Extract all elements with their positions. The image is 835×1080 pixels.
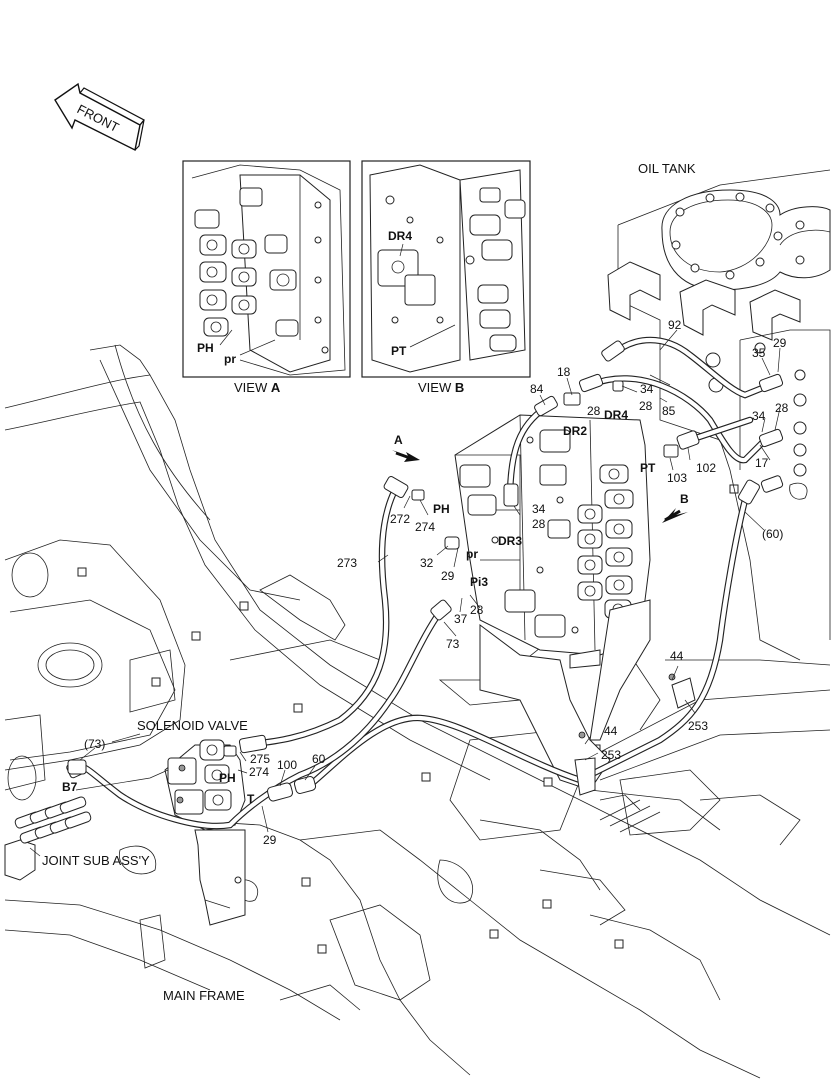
- part-number: 85: [662, 404, 676, 418]
- part-number: 28: [639, 399, 653, 413]
- view-b-inset: DR4 PT VIEW B: [361, 160, 531, 395]
- view-a-arrow-icon: A: [392, 433, 420, 462]
- part-number: 44: [670, 649, 684, 663]
- view-a-arrow-label: A: [394, 433, 403, 447]
- part-numbers: 92 35 29 84 18 34 28 28 85 34 28 103 102…: [84, 318, 789, 847]
- view-b-caption: VIEW B: [418, 380, 464, 395]
- port-pi3: Pi3: [470, 575, 488, 589]
- view-b-fittings: [377, 187, 526, 352]
- part-number: 275: [250, 752, 270, 766]
- part-number: 103: [667, 471, 687, 485]
- part-number: 34: [752, 409, 766, 423]
- part-number: 32: [420, 556, 434, 570]
- part-number: 37: [454, 612, 468, 626]
- view-a-caption: VIEW A: [234, 380, 281, 395]
- part-number: 92: [668, 318, 682, 332]
- part-number: 34: [532, 502, 546, 516]
- part-number: 17: [755, 456, 769, 470]
- leader-lines: [29, 329, 781, 857]
- view-b-arrow-icon: B: [662, 492, 689, 523]
- view-a-fittings: [194, 187, 329, 354]
- solenoid-valve: [164, 739, 246, 926]
- front-arrow-icon: FRONT: [54, 82, 145, 152]
- part-number: 272: [390, 512, 410, 526]
- part-number: 28: [775, 401, 789, 415]
- joint-fittings: [14, 796, 92, 844]
- part-number: 34: [640, 382, 654, 396]
- view-a-ph-label: PH: [197, 341, 214, 355]
- view-b-arrow-label: B: [680, 492, 689, 506]
- part-number: 253: [601, 748, 621, 762]
- main-frame-label: MAIN FRAME: [163, 988, 245, 1003]
- port-pt: PT: [640, 461, 656, 475]
- view-a-inset: PH pr VIEW A: [182, 160, 351, 395]
- part-number: 274: [415, 520, 435, 534]
- part-number: 18: [557, 365, 571, 379]
- part-number: 274: [249, 765, 269, 779]
- port-ph-lower: PH: [219, 771, 236, 785]
- main-control-valve: [454, 414, 651, 791]
- view-a-pr-label: pr: [224, 352, 236, 366]
- main-frame-structure: [4, 344, 831, 1079]
- part-number: 35: [752, 346, 766, 360]
- part-number: 29: [441, 569, 455, 583]
- part-number: 102: [696, 461, 716, 475]
- part-number: 60: [312, 752, 326, 766]
- joint-sub-assy-label: JOINT SUB ASS'Y: [42, 853, 150, 868]
- solenoid-valve-label: SOLENOID VALVE: [137, 718, 248, 733]
- part-number: (60): [762, 527, 783, 541]
- part-number: 28: [532, 517, 546, 531]
- part-number: 29: [773, 336, 787, 350]
- oil-tank: [607, 169, 831, 661]
- part-number: 100: [277, 758, 297, 772]
- oil-tank-label: OIL TANK: [638, 161, 696, 176]
- part-number: 273: [337, 556, 357, 570]
- port-labels: PH pr Pi3 DR2 DR3 DR4 PT PH T B7: [62, 408, 656, 806]
- port-b7: B7: [62, 780, 78, 794]
- port-ph-upper: PH: [433, 502, 450, 516]
- port-dr4: DR4: [604, 408, 628, 422]
- port-dr3: DR3: [498, 534, 522, 548]
- part-number: 73: [446, 637, 460, 651]
- part-number: 44: [604, 724, 618, 738]
- valve-spools: [459, 429, 634, 638]
- port-dr2: DR2: [563, 424, 587, 438]
- view-b-dr4-label: DR4: [388, 229, 412, 243]
- part-number: 29: [263, 833, 277, 847]
- part-number: 253: [688, 719, 708, 733]
- part-number: (73): [84, 737, 105, 751]
- part-number: 84: [530, 382, 544, 396]
- hoses: [67, 336, 784, 830]
- part-number: 28: [587, 404, 601, 418]
- part-number: 28: [470, 603, 484, 617]
- view-b-pt-label: PT: [391, 344, 407, 358]
- port-pr: pr: [466, 547, 478, 561]
- port-t: T: [247, 792, 255, 806]
